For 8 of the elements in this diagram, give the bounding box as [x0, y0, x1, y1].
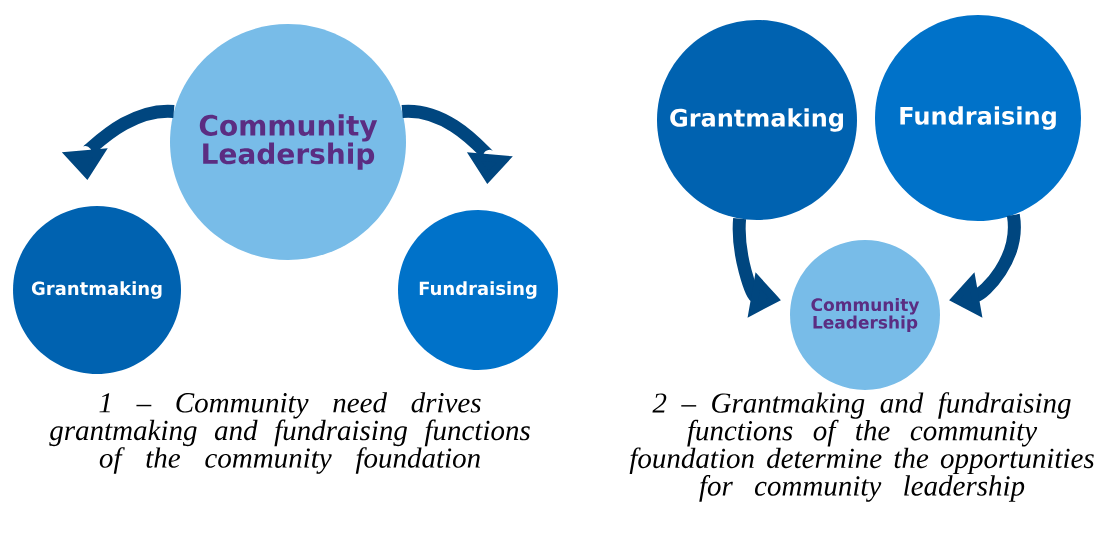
- circle-node: Fundraising: [398, 210, 558, 370]
- circle-node: Community Leadership: [790, 240, 940, 390]
- circle-node: Grantmaking: [13, 206, 181, 374]
- figure-caption: 2 – Grantmaking and fundraising functions of the community foundation determine the opportunities for community leadership: [629, 392, 1094, 502]
- figure-caption: 1 – Community need drives grantmaking and fundraising functions of the community foundation: [49, 392, 530, 474]
- circle-node: Community Leadership: [170, 24, 406, 260]
- circle-node: Fundraising: [875, 15, 1081, 221]
- circle-node: Grantmaking: [657, 20, 857, 220]
